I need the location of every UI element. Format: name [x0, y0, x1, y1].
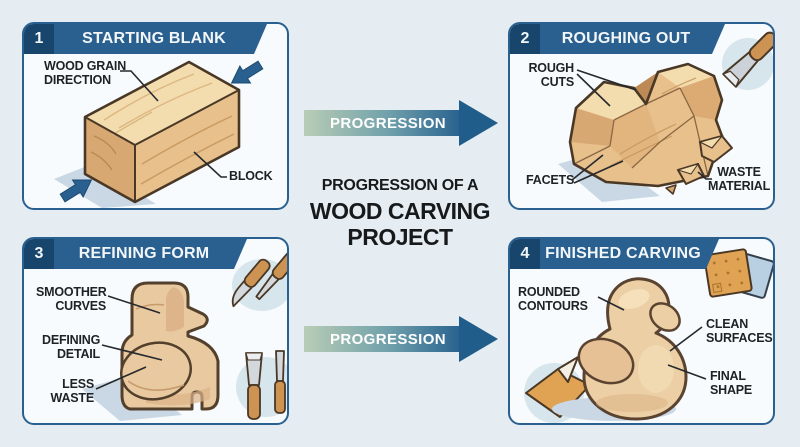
panel-header: 2 ROUGHING OUT	[510, 24, 725, 54]
leader-line	[597, 296, 625, 311]
panel-header: 4 FINISHED CARVING	[510, 239, 719, 269]
progression-arrow-bottom	[304, 316, 498, 362]
progression-arrow-label: PROGRESSION	[329, 330, 447, 348]
leader-line	[101, 344, 163, 361]
panel-title: REFINING FORM	[78, 245, 210, 262]
finished-bird-illustration	[524, 248, 773, 423]
chisel-icon	[722, 31, 773, 88]
refined-bird	[120, 281, 220, 411]
leader-line	[95, 366, 147, 390]
label-rough-cuts: ROUGH CUTS	[528, 61, 574, 89]
refined-bird-illustration	[82, 250, 287, 421]
leader-line	[576, 69, 637, 91]
panel-finished-carving: 4 FINISHED CARVING ROUNDED CONTOURS CLEA…	[508, 237, 775, 425]
pressure-arrow-icon	[230, 60, 264, 84]
main-title-line1: PROGRESSION OF A	[321, 177, 479, 194]
label-defining-detail: DEFINING DETAIL	[42, 333, 101, 361]
label-clean-surfaces: CLEAN SURFACES	[706, 317, 773, 345]
main-title-line3: PROJECT	[347, 224, 453, 250]
panel-starting-blank: 1 STARTING BLANK WOOD GRAIN DIRECTION BL…	[22, 22, 289, 210]
progression-arrow-top	[304, 100, 498, 146]
label-block: BLOCK	[229, 169, 273, 183]
leader-line	[107, 295, 161, 314]
label-smoother-curves: SMOOTHER CURVES	[36, 285, 107, 313]
leader-line	[697, 171, 712, 180]
leader-line	[576, 73, 611, 107]
label-less-waste: LESS WASTE	[50, 377, 95, 405]
step-number: 3	[24, 239, 54, 269]
leader-line	[193, 151, 227, 178]
label-waste-material: WASTE MATERIAL	[708, 165, 771, 193]
wood-chips	[665, 134, 733, 195]
step-number: 2	[510, 24, 540, 54]
main-title: PROGRESSION OF A WOOD CARVING PROJECT	[290, 177, 510, 250]
leader-line	[573, 160, 624, 184]
label-final-shape: FINAL SHAPE	[710, 369, 753, 397]
panel-refining-form: 3 REFINING FORM SMOOTHER CURVES DEFINING…	[22, 237, 289, 425]
panel-title: ROUGHING OUT	[561, 30, 691, 47]
pressure-arrow-icon	[59, 179, 93, 203]
leader-line	[571, 154, 604, 181]
carving-knives-icon	[231, 250, 287, 308]
panel-roughing-out: 2 ROUGHING OUT ROUGH CUTS FACETS WASTE M…	[508, 22, 775, 210]
wood-block	[83, 60, 241, 204]
finished-bird	[577, 277, 688, 421]
step-number: 4	[510, 239, 540, 269]
panel-title: STARTING BLANK	[82, 30, 226, 47]
main-title-line2: WOOD CARVING	[309, 198, 491, 224]
step-number: 1	[24, 24, 54, 54]
chisels-icon	[245, 350, 286, 420]
panel-header: 3 REFINING FORM	[24, 239, 247, 269]
label-facets: FACETS	[526, 173, 575, 187]
label-wood-grain-direction: WOOD GRAIN DIRECTION	[44, 59, 127, 87]
wood-block-illustration	[54, 60, 264, 208]
panel-header: 1 STARTING BLANK	[24, 24, 267, 54]
rough-block	[568, 62, 724, 188]
rough-block-illustration	[558, 31, 773, 202]
leader-line	[667, 364, 707, 380]
leader-line	[120, 70, 159, 102]
leader-line	[669, 326, 703, 352]
label-rounded-contours: ROUNDED CONTOURS	[518, 285, 588, 313]
progression-arrow-label: PROGRESSION	[329, 114, 447, 132]
panel-title: FINISHED CARVING	[545, 245, 701, 262]
